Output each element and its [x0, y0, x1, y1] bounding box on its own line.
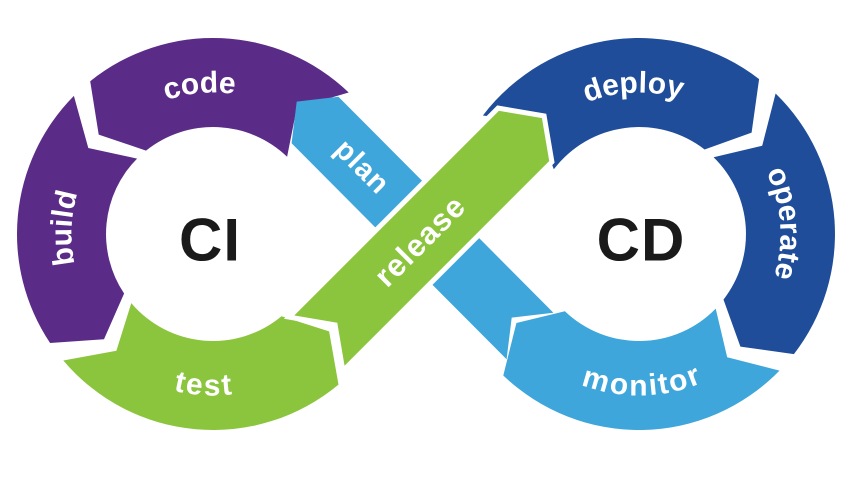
segment-monitor — [503, 308, 780, 431]
cd-loop — [482, 38, 835, 431]
ci-loop — [16, 37, 349, 431]
segment-operate — [713, 93, 835, 355]
label-test: test — [172, 365, 234, 402]
segment-build — [16, 95, 138, 344]
ci-label: CI — [179, 207, 241, 274]
segment-deploy — [482, 38, 760, 170]
cd-label: CD — [597, 207, 686, 274]
segment-code — [90, 37, 349, 157]
segment-test — [63, 303, 339, 431]
release-ribbon — [283, 105, 555, 377]
